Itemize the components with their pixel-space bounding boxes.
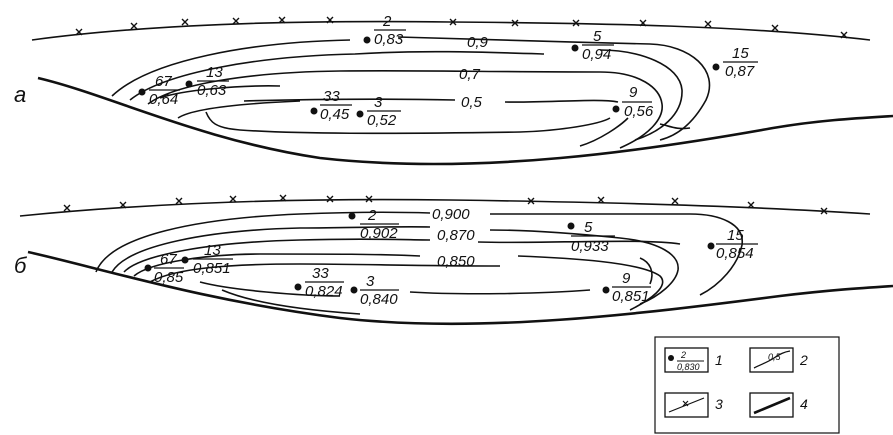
well-number: 33: [312, 265, 329, 282]
panel-a-isoline-label: 0,5: [461, 94, 483, 111]
panel-a: а: [14, 13, 893, 164]
legend-item-isoline: 0,5 2: [750, 348, 808, 372]
panel-b-letter: б: [14, 253, 28, 278]
well-number: 67: [155, 73, 172, 90]
well-number: 5: [584, 219, 593, 236]
well-number: 15: [732, 45, 749, 62]
panel-a-well: 13 0,63: [186, 64, 230, 99]
panel-b-well: 67 0,85: [145, 251, 185, 286]
well-value: 0,85: [154, 269, 184, 286]
panel-b-isoline-label: 0,870: [437, 227, 475, 244]
well-value: 0,56: [624, 103, 654, 120]
legend-item-thick-line: 4: [750, 393, 808, 417]
well-value: 0,87: [725, 63, 755, 80]
well-number: 5: [593, 28, 602, 45]
well-number: 33: [323, 88, 340, 105]
panel-a-well: 33 0,45: [311, 88, 353, 123]
well-number: 13: [206, 64, 223, 81]
panel-a-well: 2 0,83: [364, 13, 407, 48]
panel-b-well: 9 0,851: [603, 270, 652, 305]
well-number: 9: [629, 84, 638, 101]
well-number: 2: [382, 13, 392, 30]
panel-a-well: 15 0,87: [713, 45, 759, 80]
well-value: 0,854: [716, 245, 754, 262]
legend-number: 4: [800, 396, 808, 412]
legend-number: 3: [715, 396, 723, 412]
panel-b-well: 15 0,854: [708, 227, 759, 262]
legend-number: 2: [799, 352, 808, 368]
legend-sample-number: 2: [680, 350, 686, 360]
well-number: 15: [727, 227, 744, 244]
legend-number: 1: [715, 352, 723, 368]
panel-a-well: 5 0,94: [572, 28, 615, 63]
panel-b: б: [14, 195, 893, 324]
legend: 2 0,830 1 0,5 2 3 4: [655, 337, 839, 433]
well-value: 0,902: [360, 225, 398, 242]
panel-a-well: 9 0,56: [613, 84, 654, 120]
panel-a-letter: а: [14, 82, 26, 107]
well-number: 2: [367, 207, 377, 224]
well-value: 0,45: [320, 106, 350, 123]
panel-b-isoline-label: 0,850: [437, 253, 475, 270]
legend-sample-isoline: 0,5: [768, 352, 782, 362]
well-value: 0,851: [612, 288, 650, 305]
panel-a-isoline-label: 0,9: [467, 34, 489, 51]
panel-b-well: 3 0,840: [351, 273, 400, 308]
panel-a-isoline-label: 0,7: [459, 66, 481, 83]
legend-item-well: 2 0,830 1: [665, 348, 723, 372]
panel-a-cross-marks: [76, 17, 847, 38]
legend-item-crossed-line: 3: [665, 393, 723, 417]
well-number: 3: [374, 94, 383, 111]
well-value: 0,64: [149, 91, 178, 108]
legend-sample-value: 0,830: [677, 362, 700, 372]
well-value: 0,851: [193, 260, 231, 277]
well-value: 0,83: [374, 31, 404, 48]
well-number: 67: [160, 251, 177, 268]
well-value: 0,52: [367, 112, 397, 129]
well-value: 0,94: [582, 46, 611, 63]
well-value: 0,63: [197, 82, 227, 99]
well-value: 0,933: [571, 238, 609, 255]
well-value: 0,840: [360, 291, 398, 308]
panel-b-isoline-label: 0,900: [432, 206, 470, 223]
well-number: 9: [622, 270, 631, 287]
well-number: 13: [204, 242, 221, 259]
well-value: 0,824: [305, 283, 343, 300]
well-number: 3: [366, 273, 375, 290]
